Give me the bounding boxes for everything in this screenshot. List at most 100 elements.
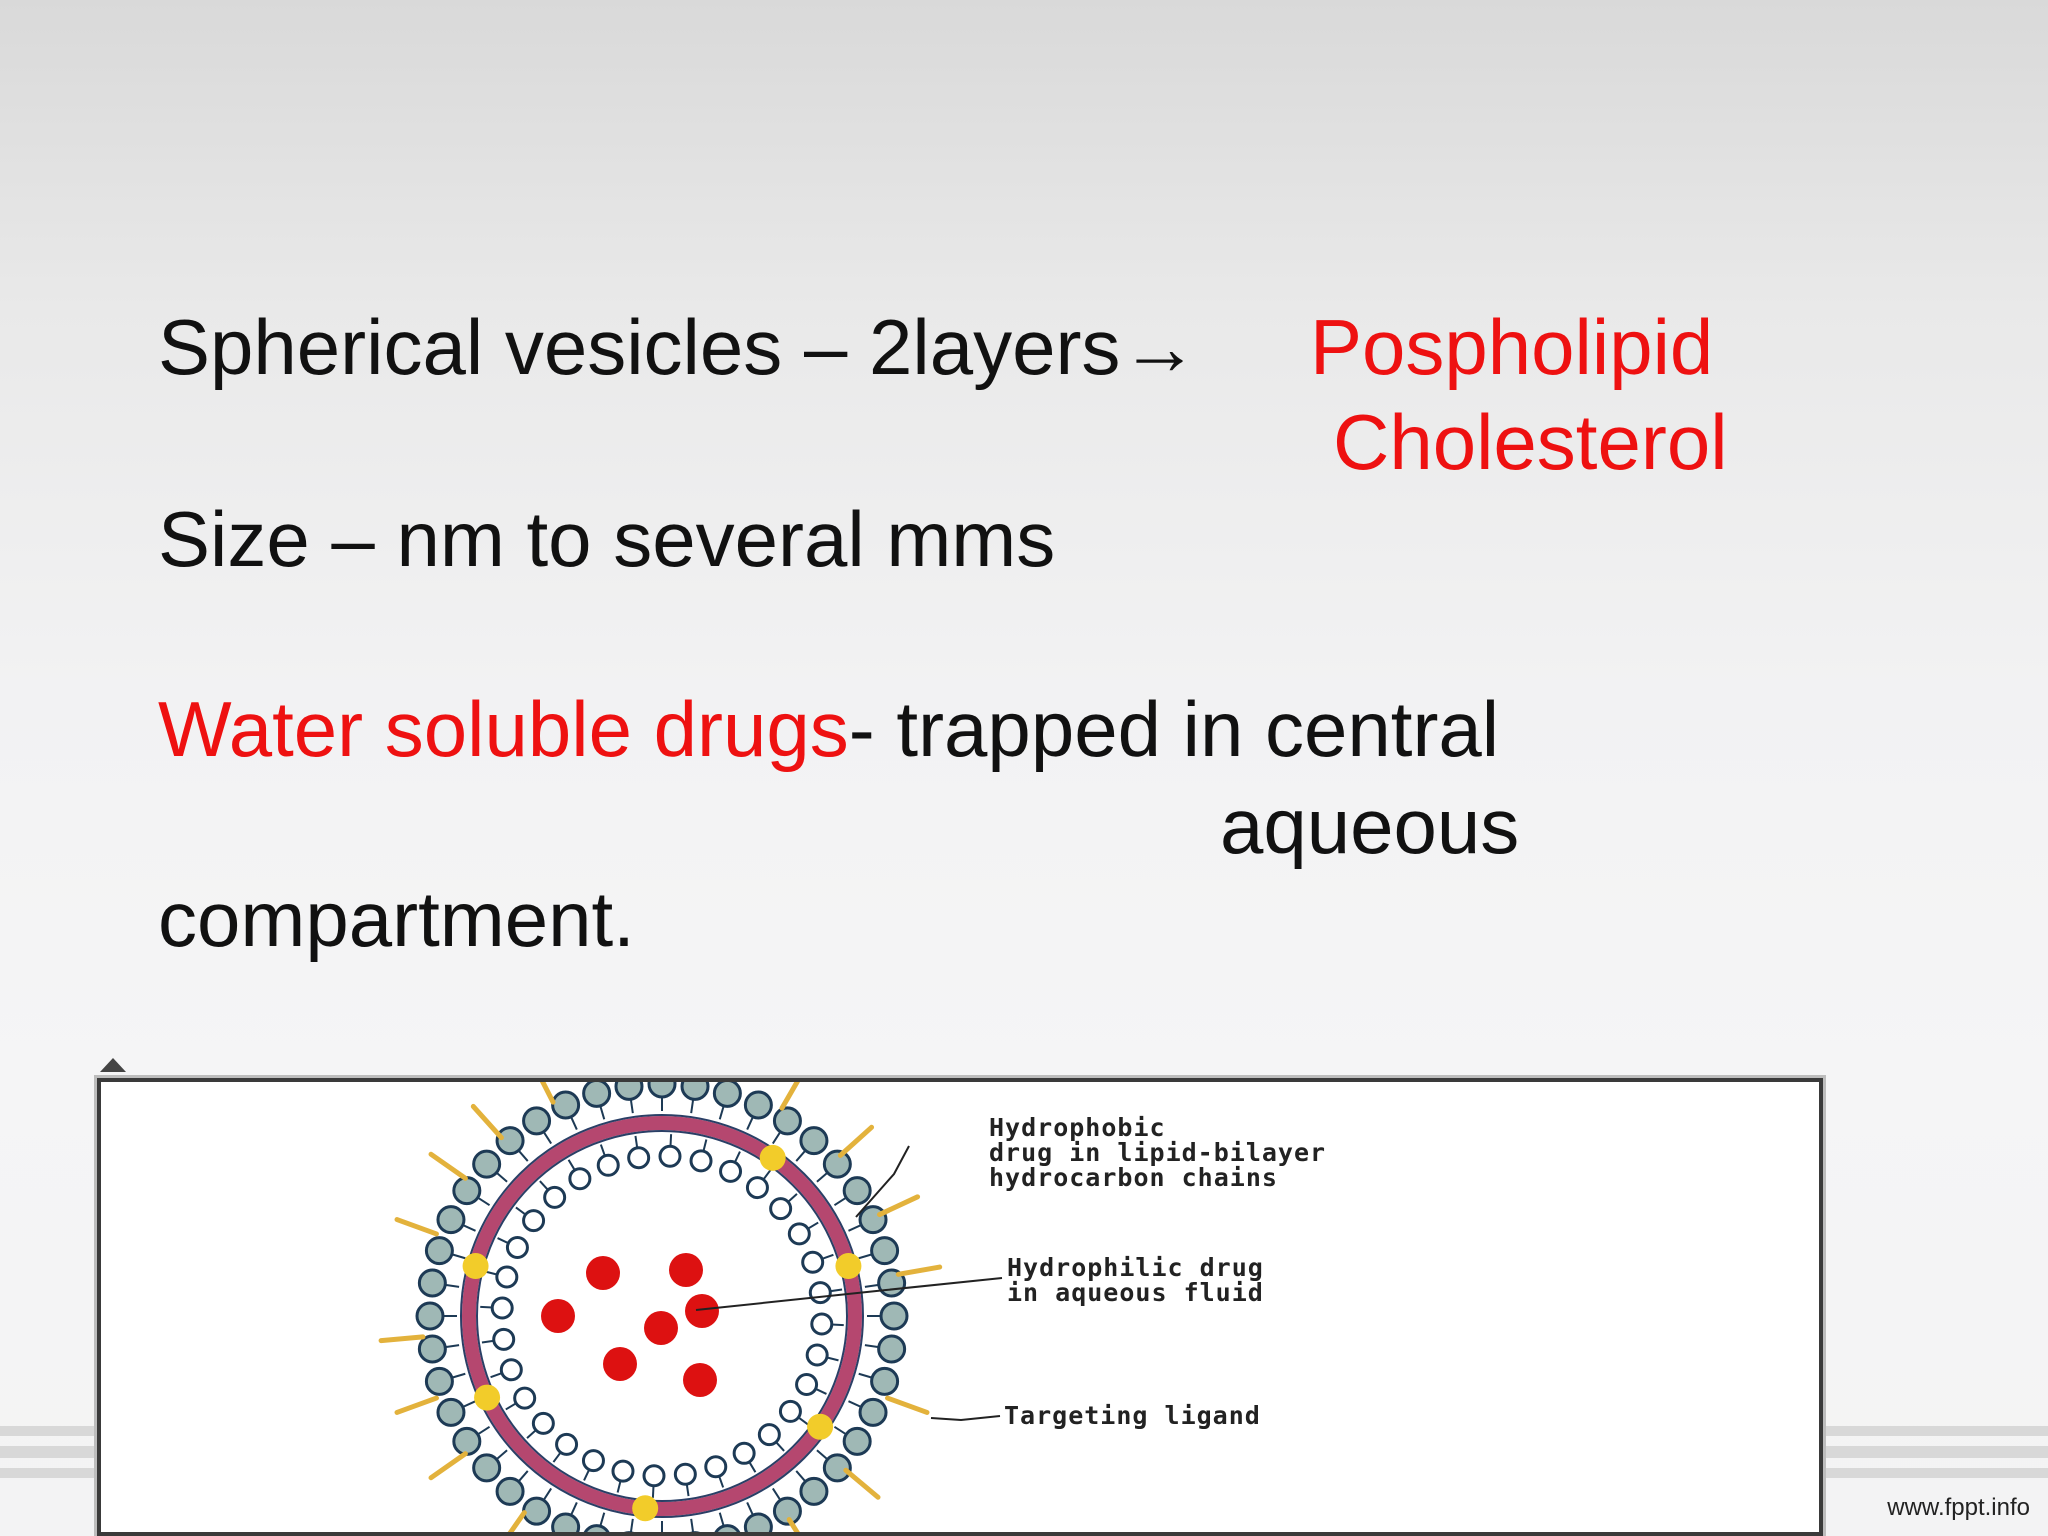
lipid-head [787, 1222, 811, 1246]
membrane-edge [476, 1130, 848, 1502]
lipid-head [495, 1126, 525, 1156]
lipid-head [436, 1397, 466, 1427]
ligand-spike [786, 1517, 800, 1532]
lipid-head [719, 1159, 743, 1183]
lipid-head [452, 1426, 482, 1456]
layers-text: Spherical vesicles – 2layers [158, 303, 1121, 391]
lipid-head [522, 1209, 546, 1233]
lipid-head [568, 1167, 592, 1191]
lipid-head [495, 1476, 525, 1506]
bullet-spherical-vesicles: Spherical vesicles – 2layers→ [158, 308, 1198, 386]
lipid-tail [690, 1518, 695, 1532]
drug-molecules [462, 1144, 862, 1522]
lipid-head [822, 1453, 852, 1483]
lipid-head [627, 1146, 651, 1170]
lipid-head [522, 1496, 552, 1526]
lipid-head [858, 1205, 888, 1235]
lipid-head [492, 1327, 516, 1351]
lipid-tail [629, 1518, 634, 1532]
lipid-head [522, 1106, 552, 1136]
compartment-text: compartment. [158, 875, 635, 963]
lipid-head [658, 1144, 682, 1168]
lipid-head [799, 1126, 829, 1156]
hydrophobic-drug [632, 1495, 659, 1522]
cholesterol-label: Cholesterol [1333, 398, 1728, 486]
leader-line [930, 1415, 1001, 1422]
hydrophilic-drug [541, 1299, 575, 1333]
lipid-head [581, 1449, 605, 1473]
ligand-spike [394, 1395, 439, 1415]
corner-marker-icon [100, 1058, 126, 1072]
hydrophobic-label-2: drug in lipid-bilayer [989, 1138, 1326, 1167]
leader-lines [695, 1145, 1003, 1422]
lipid-head [551, 1512, 581, 1532]
bullet-size: Size – nm to several mms [158, 495, 1056, 583]
aqueous-text: aqueous [1220, 782, 1520, 870]
hydrophilic-label-2: in aqueous fluid [1007, 1278, 1264, 1307]
lipid-head [772, 1496, 802, 1526]
lipid-head [505, 1235, 529, 1259]
lipid-bilayer [415, 1082, 909, 1532]
lipid-head [870, 1236, 900, 1266]
lipid-head [499, 1358, 523, 1382]
lipid-head [757, 1423, 781, 1447]
lipid-head [799, 1476, 829, 1506]
lipid-head [513, 1386, 537, 1410]
lipid-head [582, 1082, 612, 1108]
ligand-spike [885, 1395, 930, 1415]
lipid-head [436, 1205, 466, 1235]
lipid-head [614, 1082, 644, 1101]
lipid-head [714, 1524, 741, 1532]
lipid-head [842, 1176, 872, 1206]
lipid-head [795, 1373, 819, 1397]
ligand-spike [470, 1103, 504, 1141]
water-soluble-drugs-text: Water soluble drugs [158, 685, 849, 773]
hydrophilic-label-1: Hydrophilic drug [1007, 1253, 1264, 1282]
lipid-head [712, 1082, 742, 1108]
lipid-head [743, 1512, 773, 1532]
footer-url: www.fppt.info [1887, 1494, 2030, 1521]
membrane-edge [460, 1114, 864, 1518]
lipid-head [472, 1149, 502, 1179]
hydrophobic-drug [462, 1253, 489, 1280]
lipid-head [808, 1281, 832, 1305]
hydrophilic-drug [586, 1256, 620, 1290]
lipid-head [647, 1082, 677, 1099]
lipid-head [810, 1312, 834, 1336]
lipid-head [778, 1399, 802, 1423]
liposome-figure: Hydrophobic drug in lipid-bilayer hydroc… [97, 1078, 1823, 1536]
ligand-spike [507, 1510, 527, 1532]
lipid-head [551, 1090, 581, 1120]
bullet-water-soluble: Water soluble drugs- trapped in central [158, 690, 1499, 768]
lipid-head [745, 1176, 769, 1200]
lipid-head [689, 1149, 713, 1173]
hydrophilic-drug [683, 1363, 717, 1397]
lipid-head [704, 1455, 728, 1479]
ligand-spike [843, 1467, 881, 1500]
lipid-head [877, 1334, 907, 1364]
arrow-icon: → [1120, 303, 1199, 391]
lipid-head [495, 1265, 519, 1289]
lipid-head [543, 1185, 567, 1209]
hydrophilic-drug [644, 1311, 678, 1345]
lipid-head [490, 1296, 514, 1320]
lipid-head [858, 1397, 888, 1427]
lipid-head [424, 1366, 454, 1396]
lipid-head [805, 1343, 829, 1367]
ligand-spike [539, 1082, 556, 1105]
lipid-head [531, 1411, 555, 1435]
phospholipid-label: Pospholipid [1310, 303, 1714, 391]
ligand-spike [394, 1217, 439, 1237]
hydrophilic-drug [685, 1294, 719, 1328]
hydrophilic-drug [603, 1347, 637, 1381]
trapped-text: - trapped in central [848, 685, 1500, 773]
ligand-spike [779, 1082, 800, 1111]
lipid-head [822, 1149, 852, 1179]
lipid-head [583, 1524, 610, 1532]
hydrophobic-drug [835, 1253, 862, 1280]
ligand-spike [877, 1194, 921, 1218]
ligand-spike [837, 1124, 875, 1158]
ligand-label: Targeting ligand [1004, 1401, 1261, 1430]
ligand-spike [428, 1451, 468, 1481]
